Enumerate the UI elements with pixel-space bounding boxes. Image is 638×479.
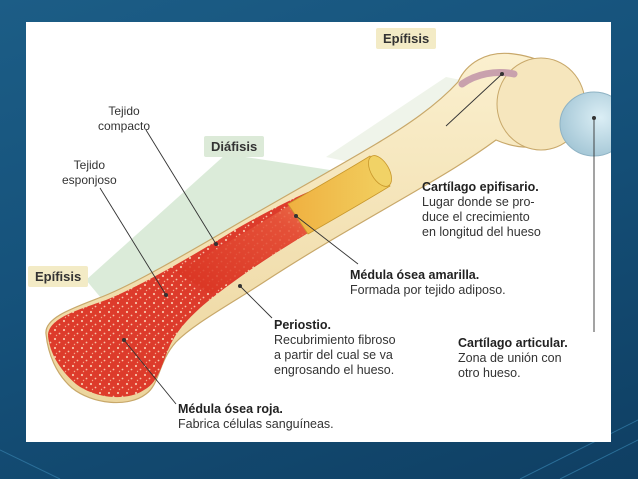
medullary-canal [176,194,326,294]
medula-amarilla-region [287,155,391,235]
medula-amarilla-cut-end [368,155,392,187]
epifisis-top-callout-wedge [326,77,471,172]
leader-lines [99,73,595,405]
tejido-esponjoso-label: Tejido esponjoso [62,158,117,187]
tejido-compacto-label: Tejido compacto [98,104,151,133]
periostio-label: Periostio. Recubrimiento fibroso a parti… [274,318,396,377]
bone-diagram-panel: Epífisis Epífisis Diáfisis Tejido compac… [26,22,611,442]
cartilago-articular-label: Cartílago articular. Zona de unión con o… [458,336,568,380]
long-bone-illustration [45,52,611,405]
diafisis-tag: Diáfisis [204,136,265,157]
medula-amarilla-label: Médula ósea amarilla. Formada por tejido… [350,268,506,297]
epifisis-left-tag: Epífisis [28,266,89,287]
medula-roja-label: Médula ósea roja. Fabrica células sanguí… [178,402,334,431]
leader-dots [122,72,596,342]
epifisis-top-tag: Epífisis [376,28,437,49]
cartilago-epifisario-band [458,68,518,88]
cartilago-epifisario-label: Cartílago epifisario. Lugar donde se pro… [422,180,541,239]
